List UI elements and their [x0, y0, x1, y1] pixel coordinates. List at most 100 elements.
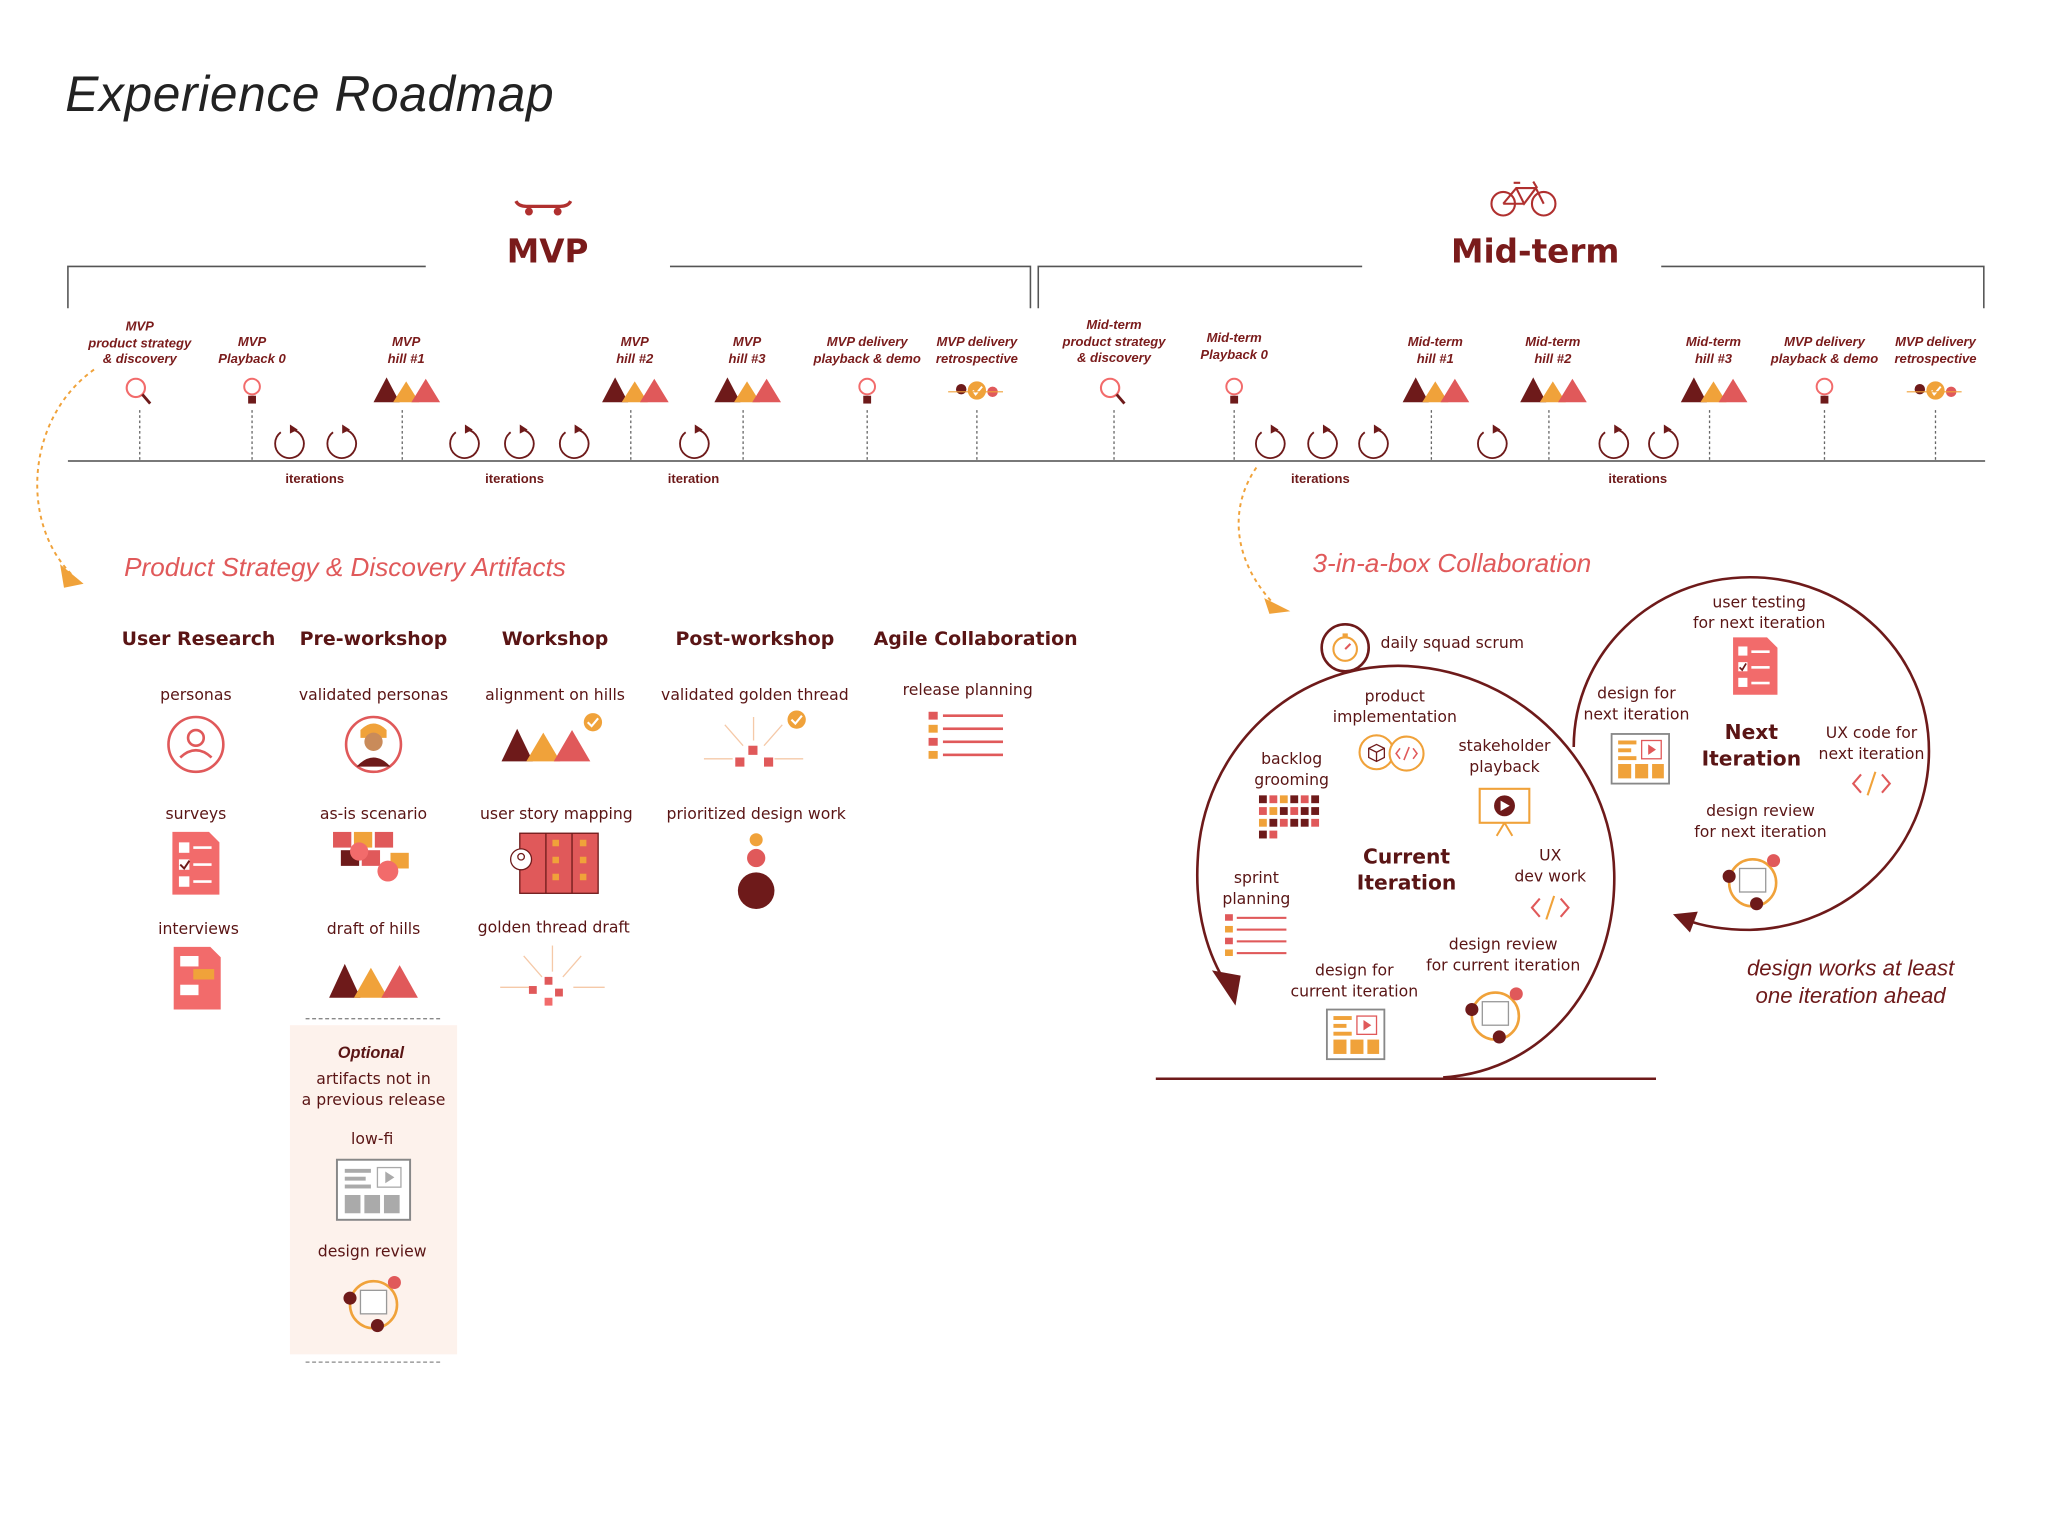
current-item-ux-dev-work: UX dev work	[1514, 846, 1587, 885]
current-item-stakeholder-playback: stakeholder playback	[1458, 736, 1551, 776]
skateboard-icon	[514, 200, 573, 216]
current-item-design-for-current: design for current iteration	[1290, 961, 1419, 1000]
milestone-label: MVP delivery retrospective	[935, 335, 1018, 367]
daily-squad-scrum-label: daily squad scrum	[1380, 633, 1525, 652]
iterations-label: iterations	[485, 472, 544, 488]
current-item-sprint-planning: sprint planning	[1222, 868, 1291, 908]
interview-icon	[173, 946, 221, 1010]
milestone-label: MVP hill #2	[616, 335, 654, 367]
golden-thread-icon	[703, 710, 806, 767]
artifact-validated-golden-thread: validated golden thread	[661, 685, 849, 704]
optional-description: artifacts not in a previous release	[301, 1069, 446, 1109]
artifact-alignment-on-hills: alignment on hills	[485, 685, 625, 704]
next-item-user-testing: user testing for next iteration	[1692, 592, 1826, 632]
sprint-list-icon	[1225, 914, 1287, 956]
artifact-interviews: interviews	[158, 919, 239, 938]
artifact-user-story-mapping: user story mapping	[479, 804, 633, 823]
artifact-personas: personas	[160, 685, 232, 704]
next-item-design-for-next: design for next iteration	[1583, 684, 1690, 723]
column-post-workshop: Post-workshop	[675, 629, 835, 651]
timeline-frame	[67, 265, 1986, 462]
milestone-label: MVP delivery playback & demo	[813, 335, 921, 367]
optional-dividers	[305, 1018, 442, 1363]
iterations-label: iterations	[1290, 472, 1350, 488]
lightbulb-icon	[1225, 377, 1243, 404]
design-ahead-note: design works at least one iteration ahea…	[1746, 955, 1955, 1009]
artifacts-heading: Product Strategy & Discovery Artifacts	[124, 553, 566, 583]
next-item-design-review: design review for next iteration	[1694, 801, 1827, 841]
hills-icon	[602, 377, 669, 403]
persona-icon	[167, 715, 225, 774]
iteration-loop-icon	[449, 424, 480, 459]
artifact-prioritized-design-work: prioritized design work	[666, 804, 846, 823]
bicycle-icon	[1490, 180, 1557, 217]
iteration-loop-icon	[679, 424, 710, 459]
magnifier-icon	[125, 377, 152, 405]
iteration-loop-icon	[1648, 424, 1679, 459]
milestone-label: MVP product strategy & discovery	[88, 319, 192, 367]
design-review-icon	[343, 1275, 401, 1333]
iteration-loop-icon	[1598, 424, 1630, 459]
test-checklist-icon	[1733, 637, 1778, 695]
low-fi-wireframe-icon	[335, 1158, 412, 1221]
lightbulb-icon	[858, 377, 876, 404]
lightbulb-icon	[1815, 377, 1834, 404]
design-review-icon	[1465, 987, 1523, 1044]
wireframe-icon	[1325, 1008, 1386, 1061]
artifact-release-planning: release planning	[902, 680, 1033, 699]
current-item-product-implementation: product implementation	[1332, 686, 1457, 726]
iteration-loop-icon	[1307, 424, 1338, 459]
code-cube-icon	[1358, 734, 1425, 772]
milestone-label: Mid-term product strategy & discovery	[1062, 318, 1166, 366]
validated-persona-icon	[344, 715, 403, 774]
milestone-label: MVP hill #1	[387, 335, 425, 367]
column-user-research: User Research	[121, 629, 276, 651]
current-iteration-title: Current Iteration	[1356, 844, 1457, 894]
column-pre-workshop: Pre-workshop	[299, 629, 448, 651]
iteration-loop-icon	[504, 424, 535, 459]
column-agile-collaboration: Agile Collaboration	[873, 629, 1078, 651]
timeline-markers	[125, 377, 1962, 460]
milestone-label: MVP hill #3	[728, 335, 766, 367]
iteration-loop-icon	[1358, 424, 1389, 459]
lightbulb-icon	[243, 377, 261, 404]
backlog-grid-icon	[1258, 795, 1320, 839]
design-review-icon	[1722, 854, 1781, 911]
milestone-label: Mid-term hill #1	[1407, 335, 1463, 367]
current-item-backlog-grooming: backlog grooming	[1254, 749, 1329, 789]
hills-icon	[714, 377, 781, 403]
iterations-label: iterations	[1608, 472, 1668, 488]
artifact-validated-personas: validated personas	[298, 685, 449, 704]
milestone-label: MVP delivery retrospective	[1894, 335, 1977, 367]
artifact-as-is-scenario: as-is scenario	[319, 804, 428, 823]
hills-icon	[1680, 377, 1748, 403]
hills-icon	[329, 963, 418, 998]
artifact-surveys: surveys	[165, 804, 227, 823]
presentation-icon	[1478, 787, 1531, 837]
milestone-label: Mid-term hill #2	[1525, 335, 1581, 367]
collab-cycles	[1155, 575, 1931, 1081]
current-item-design-review: design review for current iteration	[1426, 935, 1581, 974]
connector-arrows	[36, 368, 1291, 614]
next-item-ux-code: UX code for next iteration	[1818, 723, 1925, 763]
wireframe-icon	[1610, 733, 1670, 785]
page-title: Experience Roadmap	[65, 67, 555, 123]
milestone-label: MVP delivery playback & demo	[1770, 335, 1879, 367]
code-brackets-icon	[1530, 895, 1570, 920]
artifact-draft-of-hills: draft of hills	[326, 919, 421, 938]
artifact-golden-thread-draft: golden thread draft	[477, 918, 630, 937]
aligned-hills-icon	[501, 713, 603, 762]
column-workshop: Workshop	[501, 629, 609, 651]
stopwatch-icon	[1332, 633, 1358, 662]
hills-icon	[1402, 377, 1470, 403]
golden-thread-draft-icon	[500, 945, 605, 1006]
survey-icon	[172, 831, 220, 895]
milestone-label: MVP Playback 0	[218, 335, 286, 367]
phase-midterm-label: Mid-term	[1450, 232, 1620, 271]
retro-icon	[1906, 381, 1962, 400]
retro-icon	[948, 381, 1004, 400]
iterations-label: iterations	[285, 472, 345, 488]
prioritized-work-icon	[737, 833, 775, 909]
optional-title: Optional	[337, 1043, 405, 1062]
phase-mvp-label: MVP	[506, 232, 589, 271]
